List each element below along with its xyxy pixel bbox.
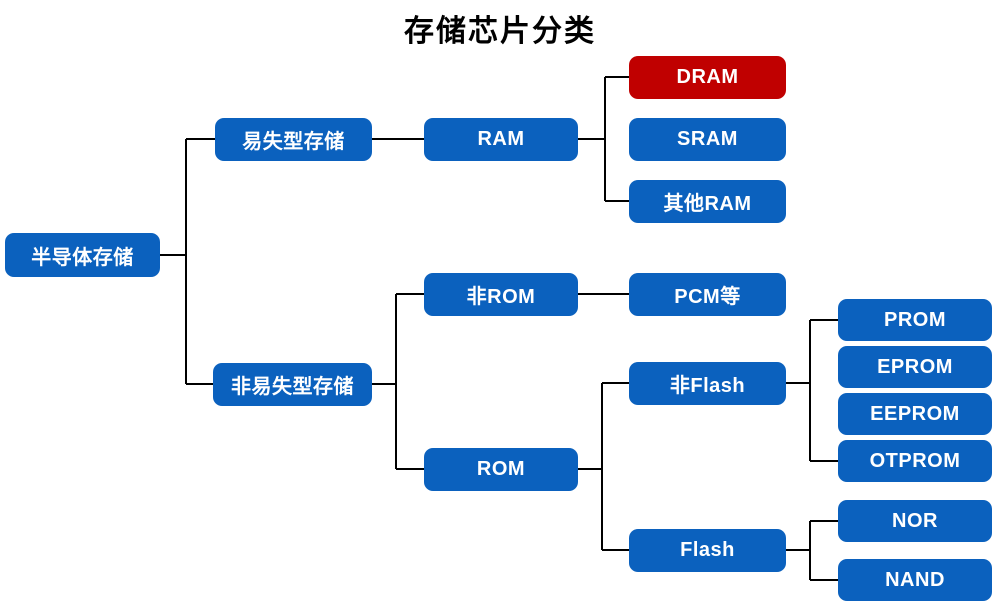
node-label: OTPROM <box>869 449 961 472</box>
node-label: 半导体存储 <box>31 246 134 269</box>
node-label: 非易失型存储 <box>231 376 354 398</box>
node-label: 非Flash <box>669 375 746 397</box>
node-label: NAND <box>885 568 945 591</box>
node-semiconductor-storage: 半导体存储 <box>5 233 160 277</box>
node-non-flash: 非Flash <box>629 362 786 405</box>
node-nor: NOR <box>838 500 992 542</box>
node-pcm: PCM等 <box>629 273 786 316</box>
node-otprom: OTPROM <box>838 440 992 482</box>
node-ram: RAM <box>424 118 578 161</box>
node-dram: DRAM <box>629 56 786 99</box>
node-label: DRAM <box>676 66 739 88</box>
node-label: RAM <box>477 128 525 150</box>
node-sram: SRAM <box>629 118 786 161</box>
node-eeprom: EEPROM <box>838 393 992 435</box>
node-label: NOR <box>892 509 938 532</box>
node-nand: NAND <box>838 559 992 601</box>
node-nonvolatile-storage: 非易失型存储 <box>213 363 372 406</box>
node-rom: ROM <box>424 448 578 491</box>
node-label: 非ROM <box>466 286 536 308</box>
node-other-ram: 其他RAM <box>629 180 786 223</box>
node-label: SRAM <box>677 128 738 150</box>
node-volatile-storage: 易失型存储 <box>215 118 372 161</box>
node-label: ROM <box>476 458 526 480</box>
node-non-rom: 非ROM <box>424 273 578 316</box>
node-label: EEPROM <box>870 402 960 425</box>
node-label: Flash <box>680 539 735 561</box>
node-label: 易失型存储 <box>242 131 345 153</box>
diagram-title: 存储芯片分类 <box>404 14 596 49</box>
node-prom: PROM <box>838 299 992 341</box>
node-label: PCM等 <box>674 286 741 308</box>
node-label: 其他RAM <box>663 193 752 215</box>
node-flash: Flash <box>629 529 786 572</box>
node-eprom: EPROM <box>838 346 992 388</box>
node-label: PROM <box>884 308 946 331</box>
node-label: EPROM <box>877 355 953 378</box>
